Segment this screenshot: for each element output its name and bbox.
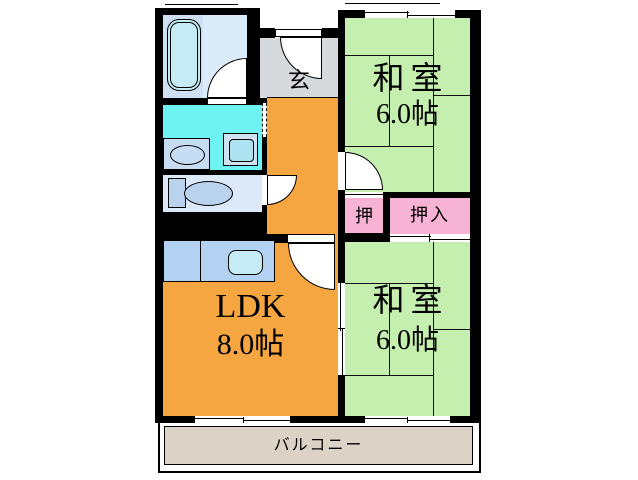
wall-ldk-washitsu-south — [338, 375, 345, 416]
bathroom-door-leaf — [207, 98, 247, 105]
washroom-folding-opening — [262, 103, 267, 137]
fusuma-tick — [429, 234, 430, 242]
wall-top-bathroom — [155, 8, 255, 15]
ldk-label: LDK — [215, 288, 286, 325]
sliding-door-line — [340, 283, 341, 331]
tatami-line — [433, 95, 470, 96]
eave-line-right — [345, 3, 440, 4]
wall-toilet-ldk — [155, 212, 267, 240]
window-line — [195, 418, 244, 419]
ldk-size: 8.0帖 — [216, 328, 285, 361]
toilet-bowl — [184, 181, 233, 206]
closet-small-floor — [345, 198, 383, 233]
kitchen-sink — [228, 250, 263, 275]
fusuma-line — [390, 236, 431, 237]
ldk-door-leaf — [287, 234, 335, 243]
genkan-label: 玄 — [287, 68, 310, 93]
washitsu-north-size: 6.0帖 — [375, 99, 439, 130]
fusuma-line — [429, 239, 470, 240]
wall-corridor-left-b — [262, 137, 267, 175]
closet-small-label: 押 — [355, 206, 373, 226]
closet-large-floor — [390, 198, 470, 234]
washbasin — [163, 138, 210, 170]
window-tick — [407, 11, 408, 18]
sliding-door-washitsu-south — [338, 283, 345, 375]
window-line — [365, 418, 408, 419]
genkan-step-line — [267, 97, 338, 98]
bathtub-inner-line — [170, 22, 198, 88]
window-line — [365, 12, 409, 13]
wall-closet-divider — [383, 192, 390, 242]
front-door-leaf — [275, 29, 322, 37]
balcony-label: バルコニー — [273, 437, 364, 454]
wall-ldk-top — [267, 234, 287, 243]
tatami-line — [433, 329, 470, 330]
wall-corridor-washitsu-a — [338, 18, 345, 152]
window-ldk-balcony — [195, 416, 290, 423]
wall-washitsu-north-bottom — [383, 192, 470, 198]
washbasin-bowl — [170, 145, 205, 165]
wall-bath-genkan — [247, 8, 260, 105]
wall-bottom — [155, 416, 481, 423]
kitchen-counter-divider — [200, 240, 201, 282]
wall-corridor-left-c — [262, 205, 267, 213]
window-line — [243, 420, 290, 421]
washitsu-south-size: 6.0帖 — [375, 325, 439, 356]
window-tick — [243, 417, 244, 423]
sliding-door-line — [342, 329, 343, 375]
bathtub — [167, 19, 201, 91]
wall-genkan-top-left — [260, 28, 275, 38]
washitsu-north-label: 和室 — [372, 60, 449, 96]
window-line — [408, 15, 455, 16]
washitsu-south-label: 和室 — [372, 282, 449, 318]
tatami-line — [389, 55, 390, 147]
wall-genkan-top-right — [322, 28, 345, 38]
washing-machine-drum — [229, 139, 254, 162]
sliding-door-tick — [338, 328, 345, 329]
window-line — [407, 420, 450, 421]
wall-corridor-left-a — [262, 98, 267, 104]
tatami-line — [433, 18, 434, 192]
window-tick — [407, 417, 408, 423]
wall-right — [470, 10, 481, 423]
fusuma-closet-large — [390, 234, 470, 242]
eave-line-left — [165, 4, 238, 5]
wall-washroom-toilet — [155, 170, 262, 175]
balcony-deck — [164, 426, 473, 465]
fusuma-closet-small — [345, 192, 383, 198]
corridor-floor — [267, 98, 338, 242]
washing-machine — [223, 133, 258, 166]
closet-large-label: 押入 — [410, 205, 450, 225]
wall-closet-small-bottom — [338, 233, 390, 242]
fusuma-line — [345, 194, 383, 195]
tatami-line — [389, 283, 390, 376]
window-washitsu-north-top — [365, 10, 455, 18]
